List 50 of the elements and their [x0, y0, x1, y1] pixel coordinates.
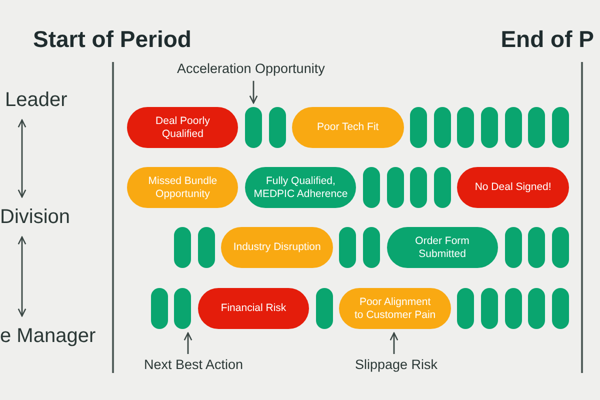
status-pill: Financial Risk	[198, 288, 310, 329]
status-pill: Deal Poorly Qualified	[127, 107, 238, 148]
step-pill	[552, 227, 569, 268]
step-pill	[410, 107, 428, 148]
step-pill	[268, 107, 286, 148]
role-label: Leader	[5, 89, 68, 111]
step-pill	[245, 107, 262, 148]
annotation-label: Slippage Risk	[355, 358, 438, 373]
step-pill	[481, 288, 498, 329]
step-pill	[481, 107, 498, 148]
double-arrow	[18, 119, 26, 198]
status-pill: Missed Bundle Opportunity	[127, 167, 238, 208]
step-pill	[316, 288, 333, 329]
role-label: Division	[0, 206, 70, 228]
step-pill	[528, 288, 546, 329]
arrow	[249, 80, 258, 104]
arrow	[390, 332, 398, 354]
step-pill	[504, 288, 522, 329]
step-pill	[504, 107, 522, 148]
step-pill	[552, 288, 569, 329]
status-pill: Order Form Submitted	[386, 227, 498, 268]
arrow	[184, 332, 192, 354]
status-pill: No Deal Signed!	[457, 167, 569, 208]
period-heading: End of P	[500, 27, 594, 52]
step-pill	[434, 167, 451, 208]
status-pill: Industry Disruption	[221, 227, 333, 268]
step-pill	[150, 288, 168, 329]
annotation-label: Acceleration Opportunity	[177, 62, 325, 77]
step-pill	[457, 288, 474, 329]
step-pill	[528, 227, 546, 268]
step-pill	[386, 167, 404, 208]
annotation-label: Next Best Action	[144, 358, 244, 373]
status-pill: Poor Tech Fit	[292, 107, 404, 148]
step-pill	[552, 107, 569, 148]
step-pill	[363, 167, 380, 208]
step-pill	[174, 227, 192, 268]
role-label: e Manager	[0, 325, 96, 347]
status-pill: Poor Alignment to Customer Pain	[339, 288, 451, 329]
step-pill	[457, 107, 474, 148]
step-pill	[410, 167, 428, 208]
period-heading: Start of Period	[33, 27, 192, 52]
double-arrow	[18, 236, 26, 317]
step-pill	[434, 107, 451, 148]
step-pill	[504, 227, 522, 268]
step-pill	[528, 107, 546, 148]
step-pill	[339, 227, 356, 268]
step-pill	[198, 227, 215, 268]
step-pill	[363, 227, 380, 268]
status-pill: Fully Qualified, MEDPIC Adherence	[245, 167, 356, 208]
step-pill	[174, 288, 192, 329]
